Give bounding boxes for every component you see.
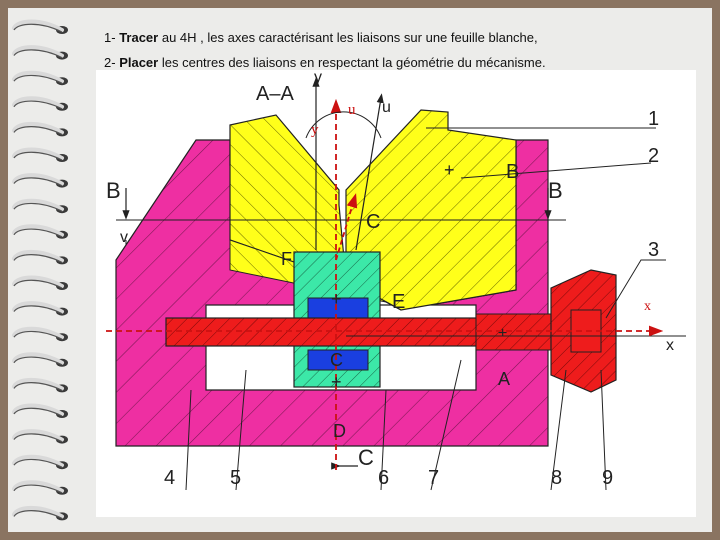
point-label-c-upper: C — [366, 211, 380, 233]
section-marker-b-right: B — [548, 178, 563, 203]
bearing-bottom — [307, 349, 369, 371]
part-number-5: 5 — [230, 467, 241, 489]
binding-ring — [12, 45, 68, 60]
binding-ring — [12, 403, 68, 418]
part-number-8: 8 — [551, 467, 562, 489]
mechanism-drawing: A–A y u u y v x x B B C B C F E C A D 1 … — [96, 70, 696, 517]
binding-ring — [12, 480, 68, 495]
binding-ring — [12, 275, 68, 290]
binding-ring — [12, 301, 68, 316]
binding-ring — [12, 96, 68, 111]
binding-ring — [12, 505, 68, 521]
binding-ring — [12, 147, 68, 162]
point-label-f: F — [281, 249, 292, 269]
binding-ring — [12, 121, 68, 137]
binding-ring — [12, 377, 68, 393]
svg-text:+: + — [498, 325, 507, 342]
point-label-e: E — [392, 291, 405, 313]
binding-ring — [12, 326, 68, 342]
part-number-9: 9 — [602, 467, 613, 489]
binding-ring — [12, 224, 68, 239]
svg-text:+: + — [331, 289, 342, 309]
section-title: A–A — [256, 83, 294, 105]
point-label-b: B — [506, 161, 519, 183]
v-prism-right — [345, 109, 517, 311]
binding-ring — [12, 173, 68, 188]
point-label-a: A — [498, 369, 510, 389]
axis-u-red-label: u — [348, 102, 356, 118]
spiral-binding — [12, 19, 68, 521]
binding-ring — [12, 249, 68, 265]
axis-v-label: v — [120, 229, 128, 246]
binding-ring — [12, 70, 68, 86]
part-number-4: 4 — [164, 467, 175, 489]
instruction-line-1: 1- Tracer au 4H , les axes caractérisant… — [104, 30, 538, 45]
axis-y-label: y — [314, 70, 322, 86]
binding-ring — [12, 352, 68, 367]
instruction-1-verb: Tracer — [119, 30, 159, 45]
svg-text:+: + — [331, 372, 342, 392]
part-number-3: 3 — [648, 239, 659, 261]
shaft-part — [165, 317, 497, 347]
axis-y-red-label: y — [311, 122, 319, 138]
instruction-2-verb: Placer — [119, 55, 159, 70]
svg-text:+: + — [444, 160, 455, 180]
part-number-7: 7 — [428, 467, 439, 489]
axis-x-label: x — [666, 337, 674, 354]
point-label-c-lower: C — [330, 350, 343, 370]
part-number-1: 1 — [648, 108, 659, 130]
binding-ring — [12, 198, 68, 214]
part-number-2: 2 — [648, 145, 659, 167]
part-number-6: 6 — [378, 467, 389, 489]
axis-x-red-label: x — [644, 299, 651, 314]
section-marker-c-bottom: C — [358, 445, 374, 470]
section-marker-b-left: B — [106, 178, 121, 203]
binding-ring — [12, 19, 68, 34]
point-label-d: D — [333, 421, 346, 441]
axis-u-label: u — [382, 99, 391, 116]
binding-ring — [12, 454, 68, 470]
instruction-line-2: 2- Placer les centres des liaisons en re… — [104, 55, 546, 70]
binding-ring — [12, 429, 68, 444]
